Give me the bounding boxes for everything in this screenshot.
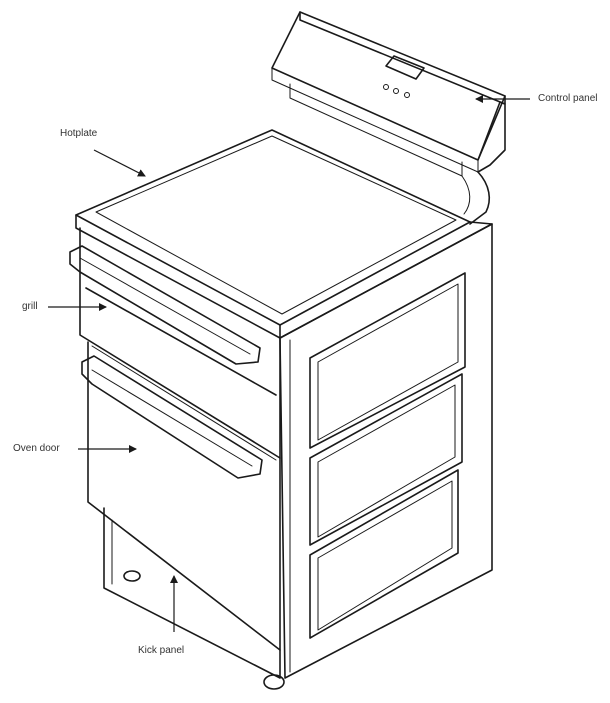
grill-label: grill (22, 301, 38, 312)
kick-panel (103, 507, 285, 690)
foot-right (263, 674, 285, 690)
kick-panel-label: Kick panel (138, 645, 185, 656)
foot-left (123, 570, 141, 582)
control-panel-label: Control panel (538, 93, 598, 104)
knob-2 (393, 88, 399, 94)
display (385, 55, 425, 80)
hotplate-arrow (93, 149, 146, 177)
side-panel (279, 223, 493, 679)
grill-handle (69, 245, 261, 365)
control-panel (271, 11, 506, 225)
knob-3 (404, 92, 410, 98)
knob-1 (383, 84, 389, 90)
oven-handle (81, 355, 263, 479)
oven-door-label: Oven door (13, 443, 60, 454)
hotplate-label: Hotplate (60, 128, 98, 139)
oven-door (87, 341, 281, 651)
grill-door (79, 227, 281, 459)
